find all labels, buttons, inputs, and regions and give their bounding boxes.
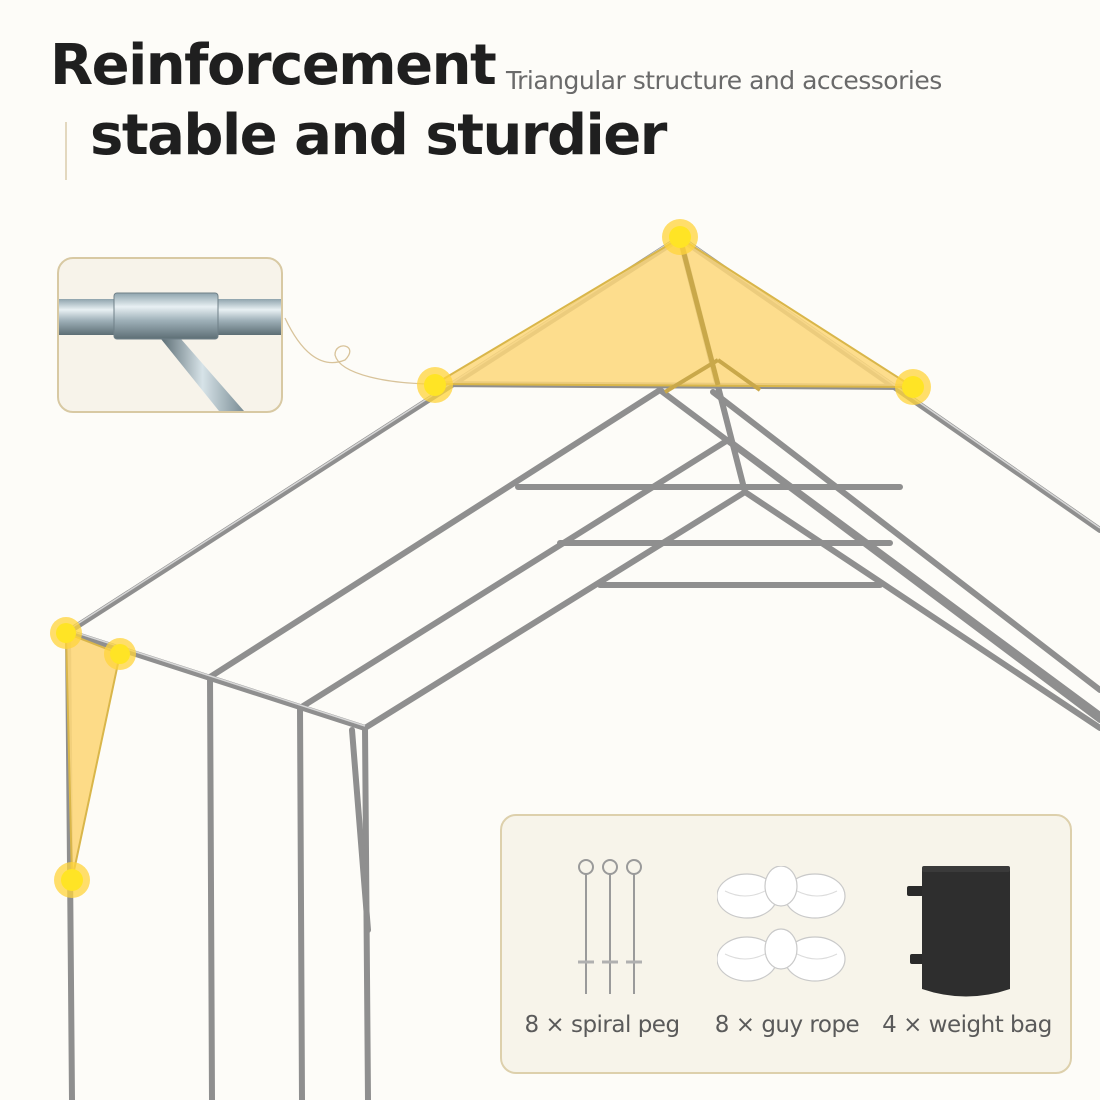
headline-line-2: stable and sturdier	[90, 103, 667, 168]
pipe-connector-icon	[59, 292, 281, 411]
spiral-peg-icon	[578, 859, 642, 994]
accessory-label: 8 × guy rope	[714, 1012, 860, 1038]
accessories-panel: 8 × spiral peg 8 × guy rope 4 × weight b…	[500, 814, 1072, 1074]
guy-rope-icon	[717, 866, 846, 982]
subtitle: Triangular structure and accessories	[506, 66, 942, 95]
accessory-label: 8 × spiral peg	[524, 1012, 680, 1038]
accessory-spiral-peg: 8 × spiral peg	[522, 816, 682, 1072]
accessory-label: 4 × weight bag	[882, 1012, 1052, 1038]
weight-bag-icon	[907, 866, 1010, 997]
joint-markers	[50, 219, 931, 898]
accessory-weight-bag: 4 × weight bag	[882, 816, 1052, 1072]
headline-line-1: Reinforcement	[50, 33, 497, 98]
accessory-guy-rope: 8 × guy rope	[702, 816, 872, 1072]
connector-closeup-inset	[57, 257, 283, 413]
accent-divider	[65, 122, 67, 180]
